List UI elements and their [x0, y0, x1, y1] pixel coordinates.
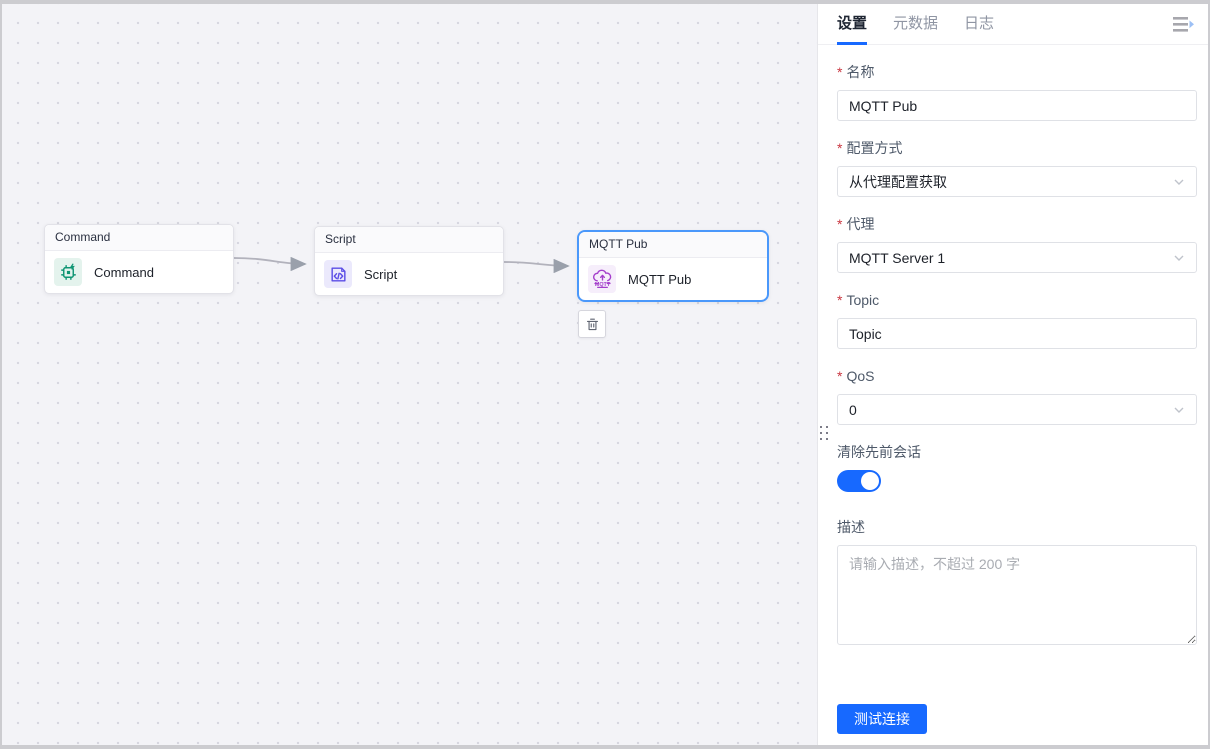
node-command-label: Command	[94, 264, 154, 280]
svg-text:MQTT: MQTT	[594, 282, 610, 288]
field-description-label: 描述	[837, 519, 865, 535]
delete-node-button[interactable]	[578, 310, 606, 338]
trash-icon	[586, 318, 598, 330]
node-mqtt-pub-header: MQTT Pub	[579, 232, 767, 258]
tab-settings[interactable]: 设置	[837, 4, 868, 45]
required-marker: *	[837, 216, 843, 232]
collapse-panel-button[interactable]	[1173, 16, 1194, 33]
node-script-label: Script	[364, 266, 398, 282]
required-marker: *	[837, 292, 843, 308]
toggle-knob	[861, 472, 879, 490]
field-qos-label: * QoS	[837, 368, 875, 384]
edge-command-script	[233, 256, 307, 272]
field-broker: * 代理 MQTT Server 1	[837, 213, 1197, 273]
settings-panel: 设置 元数据 日志 * 名称	[817, 4, 1208, 745]
node-command[interactable]: Command Command	[44, 224, 234, 294]
edge-layer	[233, 256, 570, 274]
node-script[interactable]: Script Script	[314, 226, 504, 296]
chevron-down-icon	[1174, 255, 1184, 261]
field-topic-label: * Topic	[837, 292, 880, 308]
chevron-down-icon	[1174, 407, 1184, 413]
qos-select[interactable]: 0	[837, 394, 1197, 425]
field-config-mode-label: * 配置方式	[837, 140, 903, 156]
code-file-icon	[324, 260, 352, 288]
test-connection-button[interactable]: 测试连接	[837, 704, 927, 734]
collapse-panel-icon	[1173, 16, 1194, 32]
field-name-label: * 名称	[837, 64, 875, 80]
edge-script-mqttpub	[503, 258, 570, 274]
flow-canvas[interactable]: Command Command Script	[2, 4, 817, 745]
mqtt-cloud-icon: MQTT	[588, 265, 616, 293]
config-mode-select[interactable]: 从代理配置获取	[837, 166, 1197, 197]
broker-select[interactable]: MQTT Server 1	[837, 242, 1197, 273]
required-marker: *	[837, 64, 843, 80]
qos-value: 0	[849, 401, 857, 418]
config-mode-value: 从代理配置获取	[849, 173, 947, 190]
cpu-command-icon	[54, 258, 82, 286]
required-marker: *	[837, 368, 843, 384]
description-textarea[interactable]	[837, 545, 1197, 645]
topic-input[interactable]	[837, 318, 1197, 349]
clean-session-toggle[interactable]	[837, 470, 881, 492]
panel-tab-bar: 设置 元数据 日志	[818, 4, 1208, 45]
node-mqtt-pub[interactable]: MQTT Pub MQTT MQTT Pub	[577, 230, 769, 302]
tab-metadata[interactable]: 元数据	[893, 14, 939, 32]
field-broker-label: * 代理	[837, 216, 875, 232]
field-description: 描述	[837, 516, 1197, 650]
node-mqtt-pub-label: MQTT Pub	[628, 271, 692, 287]
field-config-mode: * 配置方式 从代理配置获取	[837, 137, 1197, 197]
field-name: * 名称	[837, 61, 1197, 121]
panel-resize-handle[interactable]	[818, 423, 830, 443]
field-clean-session-label: 清除先前会话	[837, 444, 921, 460]
broker-value: MQTT Server 1	[849, 249, 946, 266]
field-topic: * Topic	[837, 289, 1197, 349]
node-command-header: Command	[45, 225, 233, 251]
field-qos: * QoS 0	[837, 365, 1197, 425]
name-input[interactable]	[837, 90, 1197, 121]
chevron-down-icon	[1174, 179, 1184, 185]
node-script-header: Script	[315, 227, 503, 253]
settings-form: * 名称 * 配置方式 从代理配置获取 * 代理	[818, 45, 1208, 734]
tab-logs[interactable]: 日志	[964, 14, 995, 32]
field-clean-session: 清除先前会话	[837, 441, 1196, 492]
required-marker: *	[837, 140, 843, 156]
